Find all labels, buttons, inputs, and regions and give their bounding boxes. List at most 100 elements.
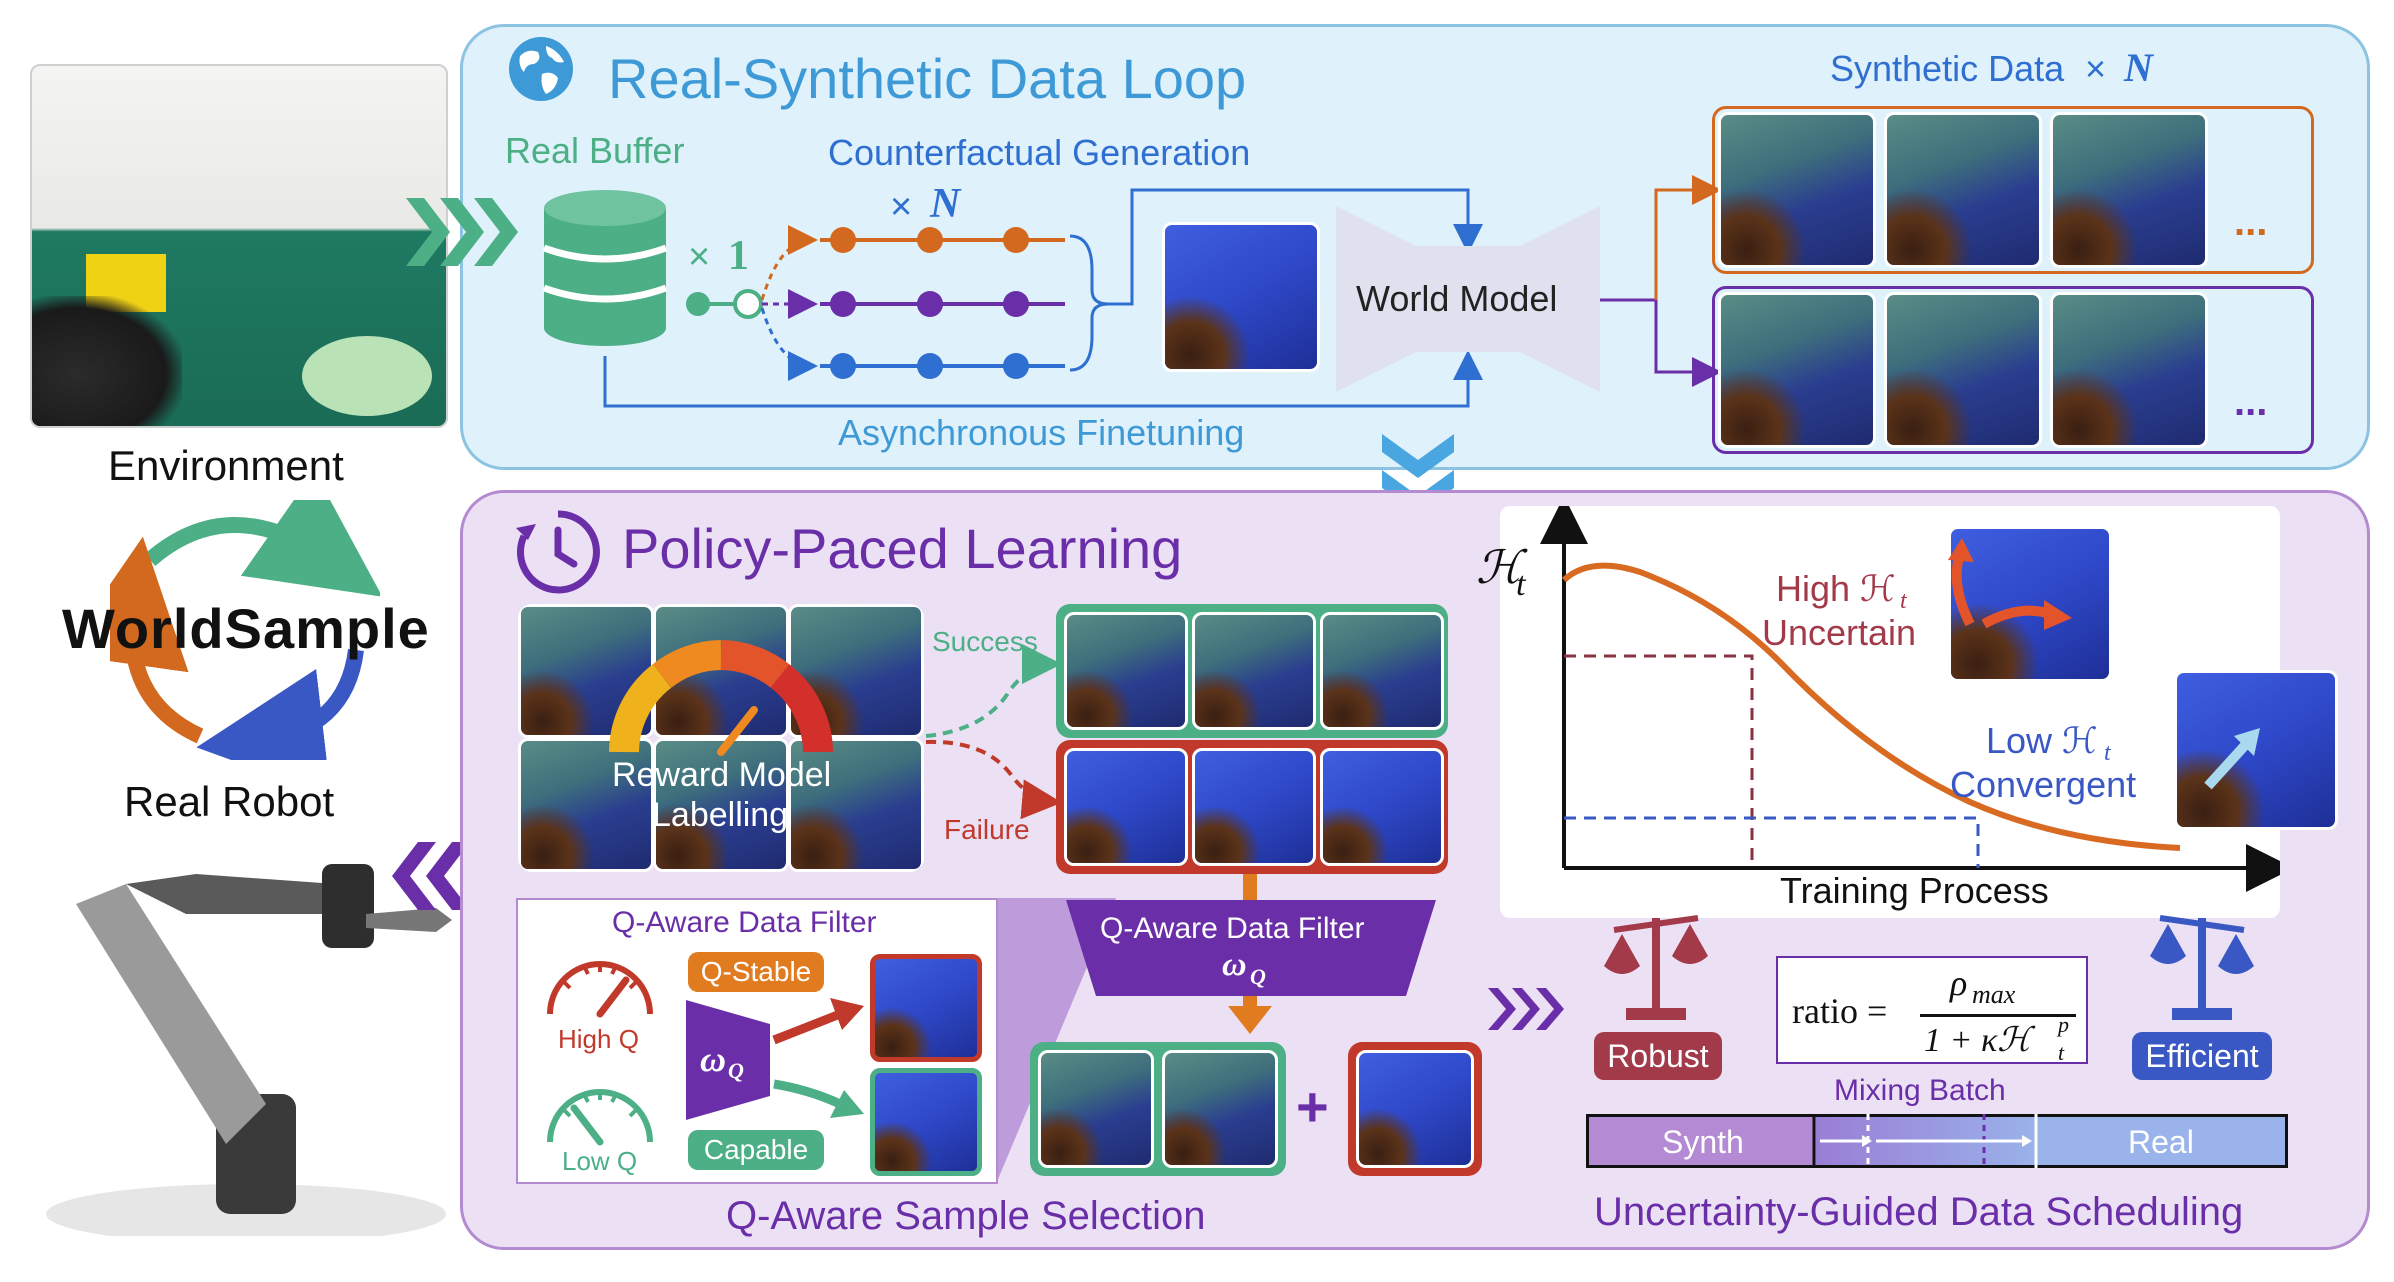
ellipsis-top: ...	[2234, 200, 2268, 244]
high-q-label: High Q	[558, 1024, 639, 1054]
chevron-right-purple-icon	[1488, 988, 1564, 1030]
failure-frame	[1192, 748, 1316, 866]
loop-connectors	[603, 175, 1722, 408]
async-finetuning-label: Asynchronous Finetuning	[838, 412, 1245, 453]
filter-trap-omega: ω	[1222, 946, 1247, 983]
synthetic-times-symbol: ×	[2085, 48, 2107, 89]
filter-box-title: Q-Aware Data Filter	[612, 906, 877, 939]
filter-arrows	[772, 998, 864, 1118]
database-icon	[542, 190, 668, 346]
high-q-gauge-icon	[547, 961, 653, 1018]
efficient-badge: Efficient	[2132, 1032, 2272, 1080]
times-n-variable: N	[930, 181, 961, 227]
synthetic-frame	[2050, 112, 2208, 268]
robust-badge: Robust	[1594, 1032, 1722, 1080]
ratio-numerator-sub: max	[1972, 980, 2016, 1009]
history-clock-icon	[516, 510, 600, 594]
uncertainty-chart	[1540, 506, 2280, 892]
success-label: Success	[932, 626, 1038, 657]
ratio-formula-box	[1776, 956, 2088, 1064]
environment-label: Environment	[108, 442, 344, 489]
synthetic-frame	[2050, 292, 2208, 448]
robot-arm-icon	[36, 844, 456, 1236]
filter-trap-title: Q-Aware Data Filter	[1100, 912, 1365, 945]
low-h-sub: t	[2104, 740, 2111, 766]
ratio-fraction-bar	[1920, 1014, 2076, 1017]
reward-model-label-1: Reward Model	[612, 756, 832, 794]
low-q-label: Low Q	[562, 1146, 638, 1176]
input-frame-photo	[1162, 222, 1320, 372]
counterfactual-label: Counterfactual Generation	[828, 132, 1251, 173]
synthetic-frame	[1718, 292, 1876, 448]
ratio-lhs: ratio =	[1792, 991, 1888, 1031]
times-one-number: 1	[728, 233, 749, 279]
real-robot-label: Real Robot	[124, 778, 335, 825]
capable-output-frame	[870, 1068, 982, 1176]
synth-segment	[1589, 1117, 1816, 1165]
q-stable-label: Q-Stable	[700, 956, 812, 987]
y-axis-label: ℋ	[1476, 542, 1522, 593]
uncertainty-chart-bg	[1500, 506, 2280, 918]
omega-subscript: Q	[728, 1058, 744, 1083]
ratio-denominator: 1 + κℋ	[1924, 1022, 2031, 1059]
ellipsis-bottom: ...	[2234, 380, 2268, 424]
efficient-label: Efficient	[2145, 1038, 2259, 1074]
selected-failure-frame	[1356, 1050, 1474, 1168]
synthetic-row-orange	[1712, 106, 2314, 274]
policy-title: Policy-Paced Learning	[622, 517, 1183, 580]
scheduling-caption: Uncertainty-Guided Data Scheduling	[1594, 1190, 2244, 1234]
capable-label: Capable	[703, 1134, 809, 1165]
high-h-sub: t	[1900, 588, 1907, 614]
selection-caption: Q-Aware Sample Selection	[726, 1194, 1206, 1238]
world-model-label: World Model	[1356, 278, 1558, 319]
environment-plate	[302, 336, 432, 416]
capable-badge: Capable	[688, 1130, 824, 1170]
success-frame	[1064, 612, 1188, 730]
ratio-denominator-sup: p	[2058, 1012, 2069, 1037]
failure-frame	[1064, 748, 1188, 866]
low-q-gauge-icon	[547, 1089, 653, 1146]
environment-photo	[30, 64, 448, 428]
plus-sign: +	[1296, 1075, 1329, 1138]
selected-frame	[1038, 1050, 1154, 1168]
failure-label: Failure	[944, 814, 1030, 845]
q-stable-output-frame	[870, 954, 982, 1062]
reward-model-label-2: Labelling	[652, 796, 789, 834]
world-model-shape	[1336, 206, 1600, 392]
x-axis-label: Training Process	[1780, 870, 2049, 911]
robust-balance-icon	[1604, 915, 1708, 1020]
success-frame	[1192, 612, 1316, 730]
ratio-numerator: ρ	[1950, 963, 1968, 1003]
times-one-symbol: ×	[688, 236, 711, 278]
low-h-label: Low ℋ	[1986, 720, 2098, 761]
high-uncertain-arrows	[1948, 538, 2072, 630]
real-segment	[2040, 1117, 2285, 1165]
success-frame	[1320, 612, 1444, 730]
high-uncertain-label: Uncertain	[1762, 612, 1917, 653]
robust-label: Robust	[1607, 1038, 1709, 1074]
synth-label: Synth	[1662, 1124, 1744, 1160]
environment-arm	[32, 296, 182, 426]
real-buffer-label: Real Buffer	[505, 130, 685, 171]
omega-symbol: ω	[700, 1039, 727, 1079]
synthetic-frame	[1718, 112, 1876, 268]
worldsample-label: WorldSample	[62, 597, 430, 660]
chevron-right-green-icon	[406, 198, 518, 266]
selected-frame	[1162, 1050, 1278, 1168]
mixing-batch-label: Mixing Batch	[1834, 1074, 2006, 1107]
gauge-icon	[609, 640, 833, 756]
times-n-symbol: ×	[890, 186, 913, 228]
synthetic-row-purple	[1712, 286, 2314, 454]
synthetic-frame	[1884, 292, 2042, 448]
synthetic-frame	[1884, 112, 2042, 268]
real-label: Real	[2128, 1124, 2194, 1160]
high-h-label: High ℋ	[1776, 568, 1896, 609]
reward-frame	[518, 738, 654, 872]
filter-trapezoid	[1066, 900, 1436, 996]
reward-frame	[788, 738, 924, 872]
filter-trap-omega-sub: Q	[1250, 964, 1266, 989]
mixing-batch-markers	[1812, 1114, 2038, 1168]
synthetic-n-variable: N	[2124, 45, 2153, 90]
filter-backdrop	[996, 898, 1116, 1184]
failure-frame	[1320, 748, 1444, 866]
